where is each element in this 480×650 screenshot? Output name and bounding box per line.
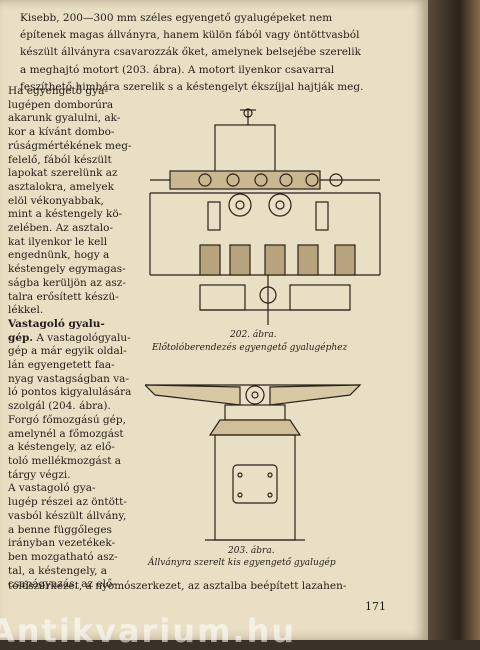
section-heading-end: gép. — [8, 331, 34, 344]
text-line: elöl vékonyabbak, — [8, 194, 104, 207]
text-line: lapokat szerelünk az — [8, 167, 118, 180]
text-line: A vastagoló gya- — [8, 482, 96, 495]
text-line: Forgó főmozgású gép, — [8, 413, 126, 426]
page-number: 171 — [365, 600, 386, 613]
bottom-text: tolószerkezet, a nyomószerkezet, az aszt… — [8, 578, 346, 595]
text-line: építenek magas állványra, hanem külön fá… — [20, 29, 360, 42]
text-line: csapágyazás, az elő- — [8, 578, 116, 591]
section-heading-line2: gép. A vastagológyalu- — [8, 332, 131, 346]
text-line: felelő, fából készült — [8, 153, 112, 166]
text-line: tolószerkezet, a nyomószerkezet, az aszt… — [8, 580, 347, 592]
book-page: Kisebb, 200—300 mm széles egyengető gyal… — [0, 0, 428, 640]
text-line: a késtengely, az elő- — [8, 441, 115, 454]
text-line: tárgy végzi. — [8, 468, 71, 481]
text-line: A vastagológyalu- — [33, 331, 131, 344]
text-line: asztalokra, amelyek — [8, 180, 114, 193]
figure-202-drawing — [149, 108, 381, 325]
text-line: vasból készült állvány, — [8, 509, 127, 522]
figure-203-drawing — [145, 384, 362, 541]
text-line: mint a késtengely kö- — [8, 208, 123, 221]
text-line: a benne függőleges — [8, 523, 112, 536]
text-line: amelynél a főmozgást — [8, 427, 124, 440]
text-line: lán egyengetett faa- — [8, 359, 115, 372]
text-line: Ha egyengető gya- — [8, 85, 108, 97]
figure-203-caption: Állványra szerelt kis egyengető gyalugép — [148, 558, 336, 568]
text-line: ságba kerüljön az asz- — [8, 276, 126, 289]
book-spine — [428, 0, 480, 640]
text-line: talra erősített készü- — [8, 290, 119, 303]
text-line: irányban vezetékek- — [8, 537, 116, 550]
text-line: engednünk, hogy a — [8, 249, 110, 262]
text-line: rúságmértékének meg- — [8, 139, 132, 152]
text-line: lékkel. — [8, 304, 44, 317]
text-line: késtengely egymagas- — [8, 263, 126, 276]
text-line: lugépen domborúra — [8, 98, 114, 111]
text-line: gép a már egyik oldal- — [8, 345, 127, 358]
text-line: ló pontos kigyalulására — [8, 386, 132, 399]
watermark: Antikvarium.hu — [0, 612, 297, 650]
text-line: feszíthető himbára szerelik s a késtenge… — [20, 80, 364, 93]
text-line: ben mozgatható asz- — [8, 550, 118, 563]
text-line: szolgál (204. ábra). — [8, 400, 111, 413]
top-paragraph: Kisebb, 200—300 mm széles egyengető gyal… — [20, 10, 363, 96]
text-line: tal, a késtengely, a — [8, 564, 108, 577]
text-line: akarunk gyalulni, ak- — [8, 112, 121, 125]
figure-203-number: 203. ábra. — [228, 546, 275, 556]
text-line: nyag vastagságban va- — [8, 372, 129, 385]
figure-202-number: 202. ábra. — [230, 330, 277, 340]
section-heading: Vastagoló gyalu- — [8, 317, 105, 330]
text-line: zelében. Az asztalo- — [8, 222, 114, 235]
text-line: készült állványra csavarozzák őket, amel… — [20, 46, 362, 59]
figure-202-caption: Előtolóberendezés egyengető gyalugéphez — [152, 343, 348, 353]
text-line: Kisebb, 200—300 mm széles egyengető gyal… — [20, 12, 333, 24]
text-line: toló mellékmozgást a — [8, 454, 122, 467]
text-line: kat ilyenkor le kell — [8, 235, 108, 248]
text-line: a meghajtó motort (203. ábra). A motort … — [20, 63, 335, 76]
text-line: kor a kívánt dombo- — [8, 126, 115, 139]
text-line: lugép részei az öntött- — [8, 496, 127, 509]
